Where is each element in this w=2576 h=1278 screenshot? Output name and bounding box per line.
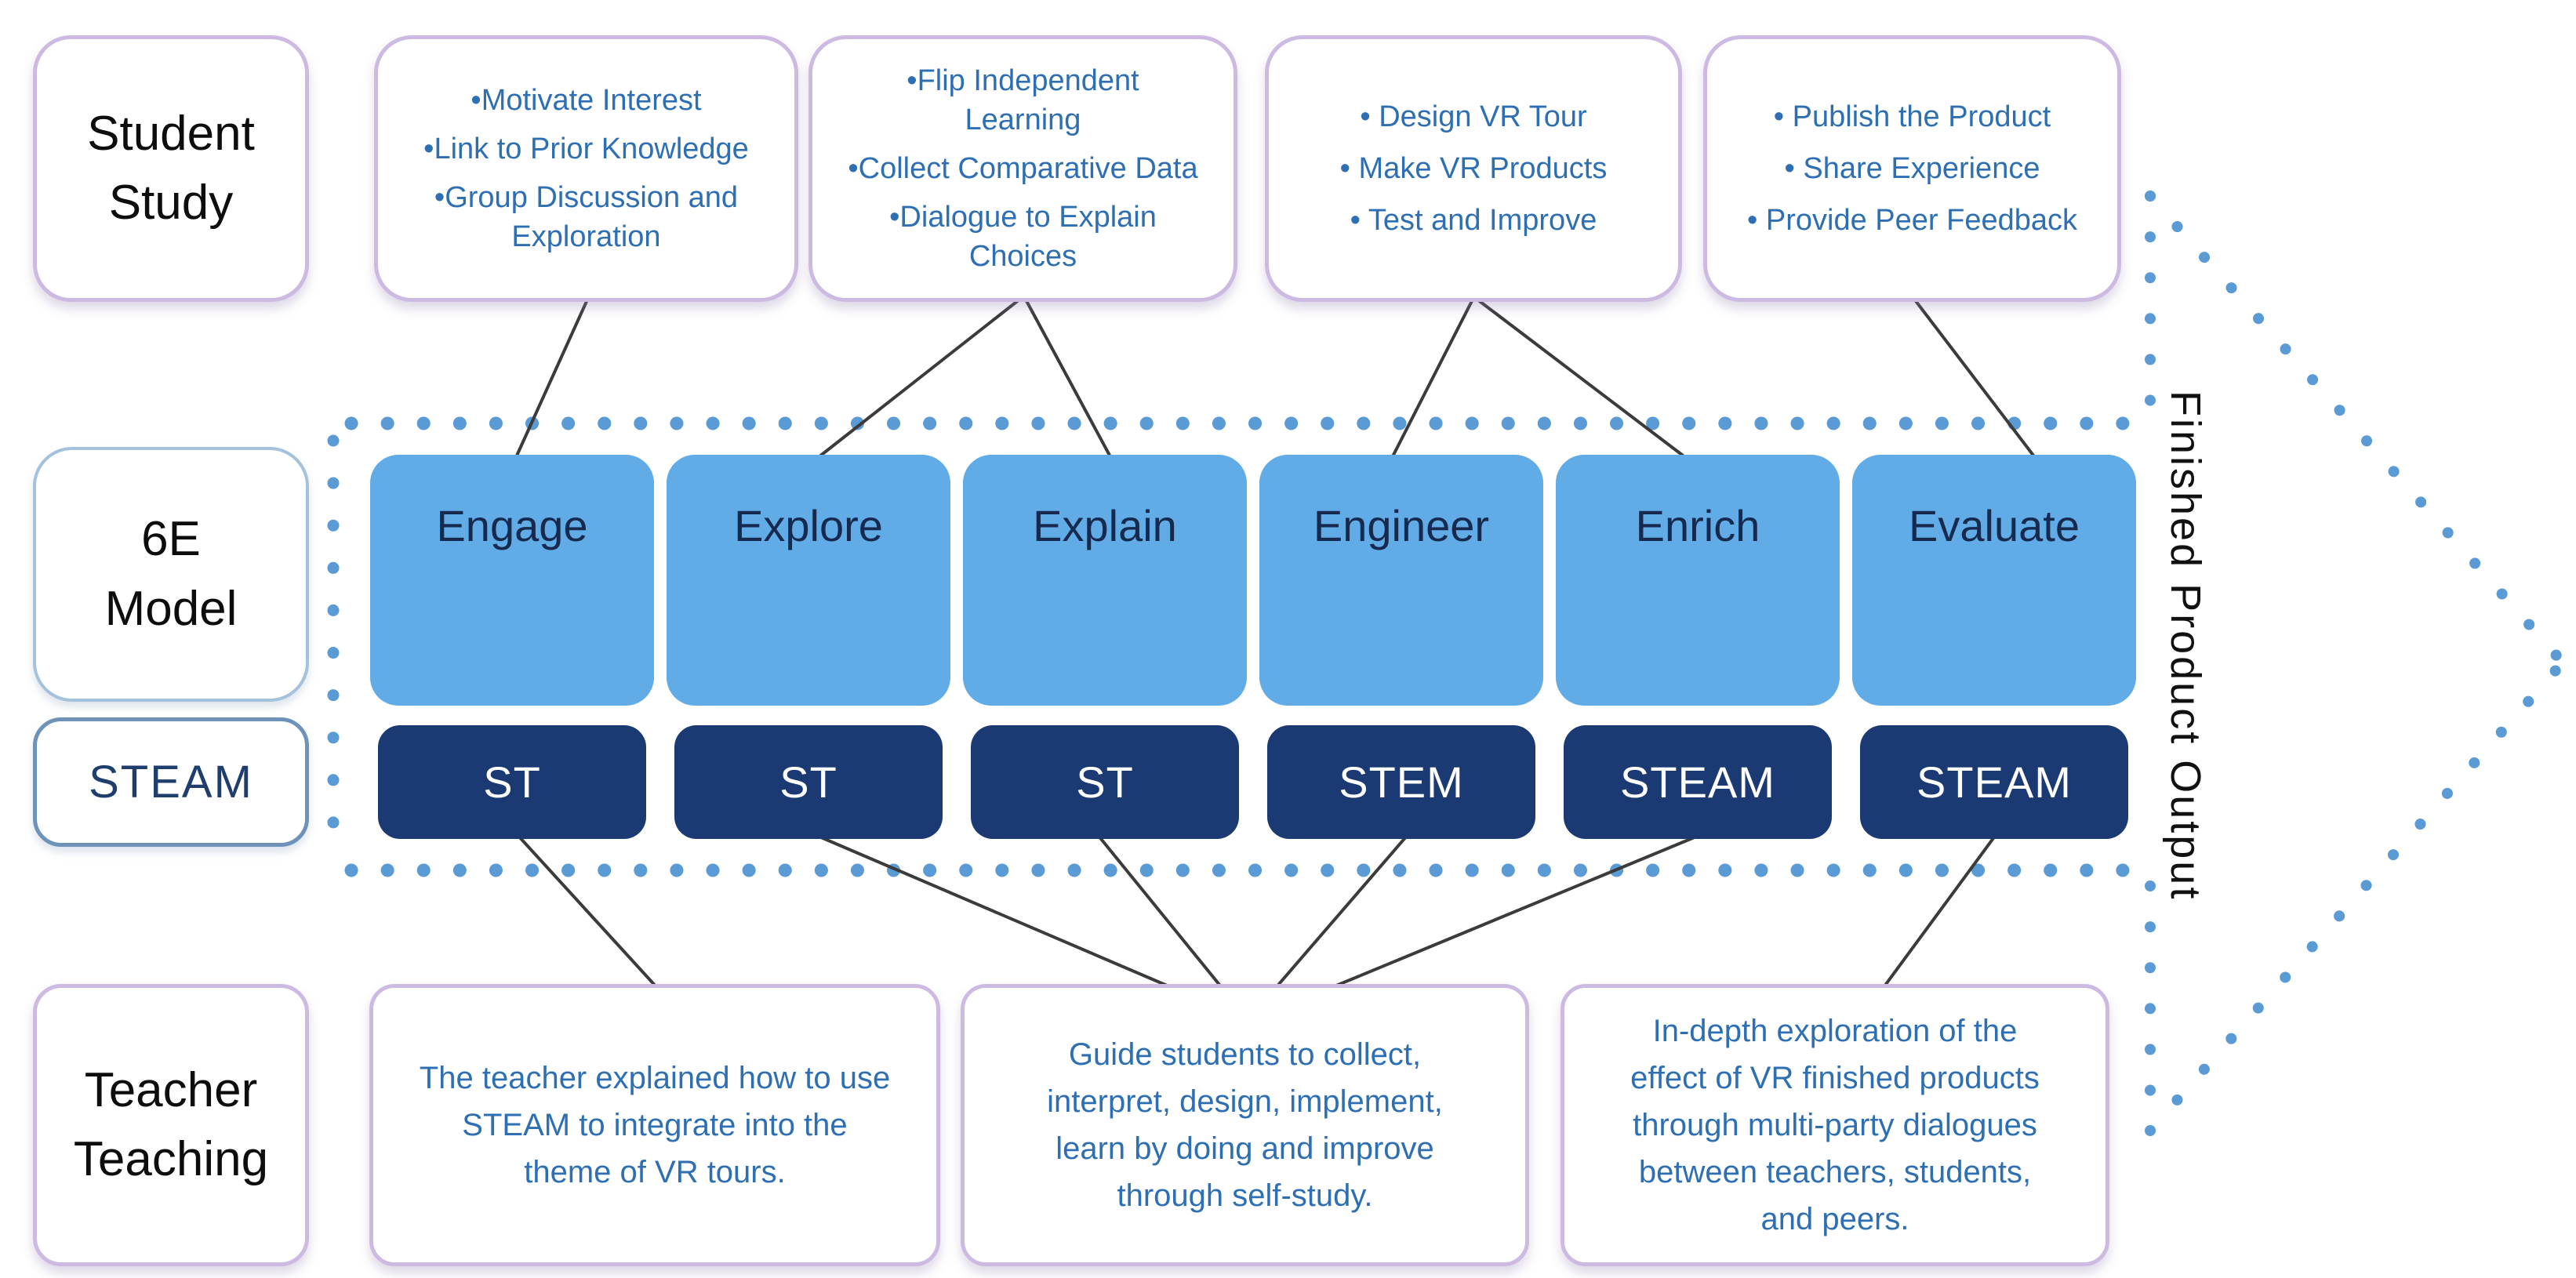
steam-label: STEAM	[89, 757, 253, 808]
link-studentbox3-engineer	[1388, 299, 1474, 463]
stage-engage: Engage	[370, 455, 654, 706]
steam-level-evaluate-label: STEAM	[1917, 757, 2072, 807]
bullet-item: •Link to Prior Knowledge	[423, 132, 749, 165]
6e-model-label: 6E Model	[104, 512, 238, 636]
stage-explore-label: Explore	[734, 501, 883, 550]
steam-level-enrich-label: STEAM	[1620, 757, 1775, 807]
link-studentbox2-explore	[810, 298, 1021, 464]
row-label-steam: STEAM	[33, 717, 309, 847]
steam-level-explain-label: ST	[1076, 757, 1134, 807]
stage-explain: Explain	[963, 455, 1247, 706]
stage-enrich: Enrich	[1556, 455, 1840, 706]
bullet-item: • Share Experience	[1784, 151, 2040, 185]
link-studentbox1-engage	[512, 297, 590, 463]
bullet-item: • Publish the Product	[1773, 100, 2051, 133]
student-study-label: Student Study	[87, 106, 255, 230]
bullet-item: • Design VR Tour	[1360, 100, 1587, 133]
steam-level-engage: ST	[378, 725, 646, 839]
steam-level-engineer-label: STEM	[1339, 757, 1464, 807]
link-st6-teacherbox3	[1880, 833, 1997, 991]
bullet-item: •Flip Independent Learning	[907, 64, 1139, 136]
link-st5-teacherbox2	[1326, 833, 1701, 991]
bullet-item: •Dialogue to Explain Choices	[889, 201, 1157, 274]
link-studentbox2-explain	[1024, 299, 1115, 463]
student-box-explore-explain-phase: •Flip Independent Learning •Collect Comp…	[808, 35, 1237, 302]
stage-explore: Explore	[667, 455, 950, 706]
steam-level-evaluate: STEAM	[1860, 725, 2128, 839]
teacher-box-guide-text: Guide students to collect, interpret, de…	[1047, 1037, 1443, 1213]
link-st2-teacherbox2	[815, 833, 1177, 991]
bullet-item: •Motivate Interest	[471, 83, 702, 117]
link-st3-teacherbox2	[1096, 833, 1225, 991]
stage-enrich-label: Enrich	[1635, 501, 1760, 550]
steam-level-engineer: STEM	[1267, 725, 1535, 839]
student-box-engage-phase: •Motivate Interest •Link to Prior Knowle…	[374, 35, 798, 302]
student-box-evaluate-phase: • Publish the Product • Share Experience…	[1703, 35, 2121, 302]
bullet-item: •Collect Comparative Data	[848, 151, 1198, 185]
stage-evaluate-label: Evaluate	[1909, 501, 2080, 550]
link-studentbox3-enrich	[1476, 298, 1694, 464]
steam-level-explain: ST	[971, 725, 1239, 839]
bullet-item: •Group Discussion and Exploration	[434, 181, 739, 254]
teacher-teaching-label: Teacher Teaching	[73, 1062, 269, 1186]
link-studentbox4-evaluate	[1912, 296, 2040, 464]
steam-level-enrich: STEAM	[1564, 725, 1832, 839]
steam-level-explore-label: ST	[779, 757, 837, 807]
stage-engineer-label: Engineer	[1313, 501, 1490, 550]
row-label-teacher-teaching: Teacher Teaching	[33, 984, 309, 1266]
teacher-box-intro-text: The teacher explained how to use STEAM t…	[419, 1061, 891, 1189]
arrowhead-top-edge	[2145, 191, 2568, 668]
stage-engineer: Engineer	[1259, 455, 1543, 706]
teacher-box-guide: Guide students to collect, interpret, de…	[961, 984, 1529, 1266]
bullet-item: • Make VR Products	[1339, 151, 1608, 185]
finished-product-output-label: Finished Product Output	[2162, 390, 2209, 902]
row-label-student-study: Student Study	[33, 35, 309, 302]
link-st1-teacherbox1	[516, 833, 660, 991]
stage-explain-label: Explain	[1033, 501, 1177, 550]
teacher-box-exploration: In-depth exploration of the effect of VR…	[1560, 984, 2109, 1266]
bullet-item: • Provide Peer Feedback	[1747, 204, 2077, 238]
steam-level-explore: ST	[674, 725, 943, 839]
row-label-6e-model: 6E Model	[33, 447, 309, 702]
bullet-item: • Test and Improve	[1350, 204, 1597, 238]
arrowhead-bottom-edge	[2145, 657, 2568, 1136]
link-st4-teacherbox2	[1273, 833, 1409, 991]
teacher-box-exploration-text: In-depth exploration of the effect of VR…	[1630, 1014, 2040, 1236]
teacher-box-intro: The teacher explained how to use STEAM t…	[369, 984, 940, 1266]
student-box-engineer-enrich-phase: • Design VR Tour • Make VR Products • Te…	[1265, 35, 1682, 302]
stage-engage-label: Engage	[436, 501, 588, 550]
steam-level-engage-label: ST	[483, 757, 541, 807]
stage-evaluate: Evaluate	[1852, 455, 2136, 706]
